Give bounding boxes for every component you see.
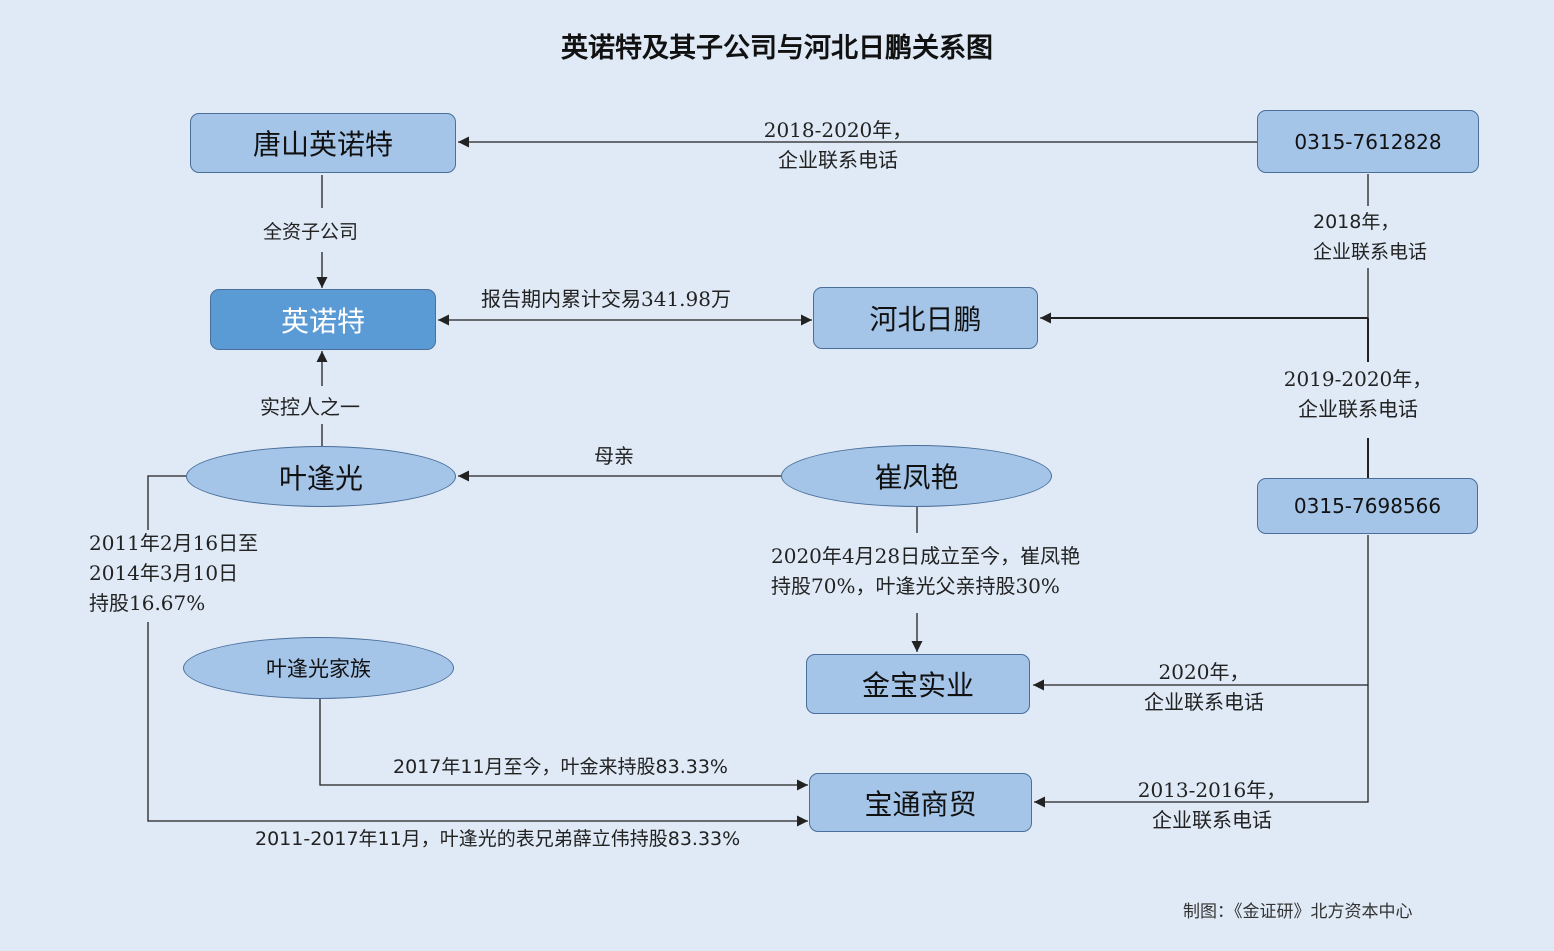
page-title: 英诺特及其子公司与河北日鹏关系图 — [561, 33, 993, 64]
label-line: 2020年4月28日成立至今，崔凤艳 — [771, 544, 1081, 568]
label-line: 2020年， — [1158, 660, 1250, 684]
node-baotong-trade[interactable]: 宝通商贸 — [809, 773, 1032, 832]
node-cui-fengyan[interactable]: 崔凤艳 — [781, 445, 1052, 507]
label-phone2-hebei: 2019-2020年， 企业联系电话 — [1268, 364, 1448, 424]
label-line: 2013-2016年， — [1137, 778, 1287, 802]
label-line: 企业联系电话 — [1313, 241, 1428, 263]
label-line: 持股70%，叶逢光父亲持股30% — [771, 574, 1060, 598]
label-ye-innotech: 实控人之一 — [260, 395, 360, 419]
label-line: 企业联系电话 — [1152, 808, 1272, 832]
label-phone1-tangshan: 2018-2020年， 企业联系电话 — [748, 115, 928, 175]
label-line: 持股16.67% — [89, 591, 206, 615]
label-ye-baotong-cousin: 2011-2017年11月，叶逢光的表兄弟薛立伟持股83.33% — [255, 828, 741, 850]
label-line: 企业联系电话 — [1144, 690, 1264, 714]
node-hebei-ripeng[interactable]: 河北日鹏 — [813, 287, 1038, 349]
node-ye-fengguang[interactable]: 叶逢光 — [186, 446, 456, 507]
label-cui-ye: 母亲 — [594, 444, 634, 468]
node-jinbao-industry[interactable]: 金宝实业 — [806, 654, 1030, 714]
label-line: 2018年， — [1313, 211, 1400, 233]
label-line: 企业联系电话 — [778, 148, 898, 172]
connector-family-baotong — [319, 699, 808, 791]
label-phone1-hebei: 2018年， 企业联系电话 — [1313, 207, 1427, 267]
label-phone2-jinbao: 2020年， 企业联系电话 — [1114, 657, 1294, 717]
node-phone-7698566[interactable]: 0315-7698566 — [1257, 478, 1478, 534]
label-line: 2018-2020年， — [763, 118, 913, 142]
label-line: 企业联系电话 — [1298, 397, 1418, 421]
label-family-baotong: 2017年11月至今，叶金来持股83.33% — [393, 756, 728, 778]
label-line: 2019-2020年， — [1283, 367, 1433, 391]
node-phone-7612828[interactable]: 0315-7612828 — [1257, 110, 1479, 173]
label-line: 2011年2月16日至 — [89, 531, 259, 555]
node-ye-family[interactable]: 叶逢光家族 — [183, 637, 454, 699]
label-line: 2014年3月10日 — [89, 561, 239, 585]
label-innotech-hebei: 报告期内累计交易341.98万 — [481, 287, 731, 311]
label-tangshan-innotech: 全资子公司 — [263, 221, 359, 243]
node-tangshan-innotech[interactable]: 唐山英诺特 — [190, 113, 456, 173]
credit-text: 制图：《金证研》北方资本中心 — [1183, 902, 1413, 922]
label-cui-jinbao: 2020年4月28日成立至今，崔凤艳 持股70%，叶逢光父亲持股30% — [771, 541, 1080, 601]
connector-phone2-baotong — [1034, 685, 1369, 808]
node-innotech[interactable]: 英诺特 — [210, 289, 436, 350]
label-phone2-baotong: 2013-2016年， 企业联系电话 — [1122, 775, 1302, 835]
label-ye-baotong-period: 2011年2月16日至 2014年3月10日 持股16.67% — [89, 528, 258, 618]
connector-ye-baotong — [147, 475, 808, 821]
